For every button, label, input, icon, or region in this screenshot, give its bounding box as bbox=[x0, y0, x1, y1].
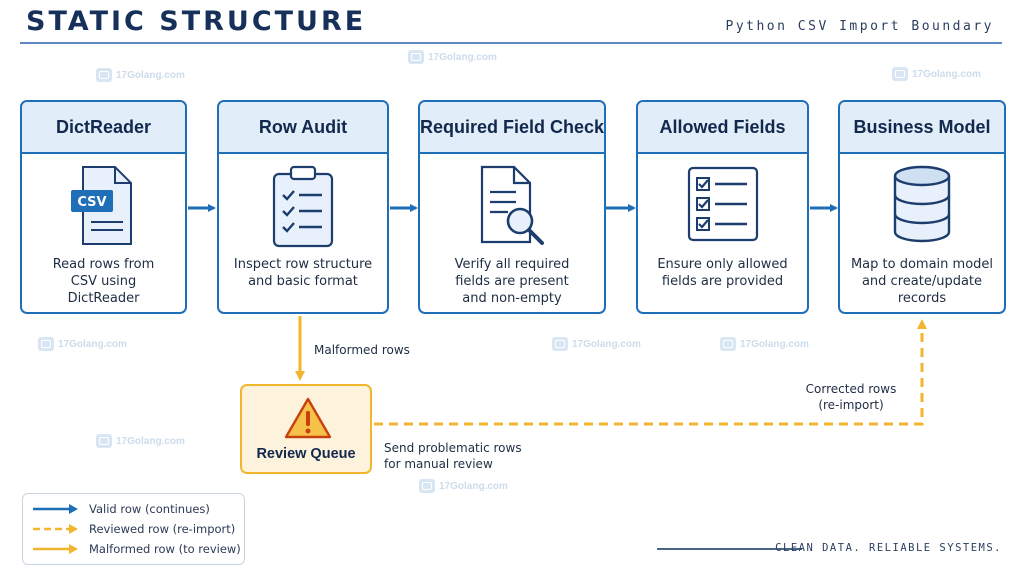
watermark: 17Golang.com bbox=[720, 337, 809, 351]
checklist-icon bbox=[638, 164, 807, 252]
stage-title: Row Audit bbox=[219, 102, 387, 154]
solid-gold-arrow-icon bbox=[33, 544, 78, 554]
watermark-logo-icon bbox=[720, 337, 736, 351]
watermark-logo-icon bbox=[552, 337, 568, 351]
review-queue-title: Review Queue bbox=[256, 446, 356, 462]
stage-description: Ensure only allowed fields are provided bbox=[657, 257, 788, 289]
stage-business-model: Business Model Map to domain model and c… bbox=[838, 100, 1006, 314]
document-search-icon bbox=[420, 164, 604, 252]
stage-title: DictReader bbox=[22, 102, 185, 154]
watermark-logo-icon bbox=[96, 434, 112, 448]
watermark: 17Golang.com bbox=[408, 50, 497, 64]
malformed-rows-label: Malformed rows bbox=[314, 343, 410, 357]
header-divider bbox=[20, 42, 1002, 44]
stage-required-field-check: Required Field Check Verify all required… bbox=[418, 100, 606, 314]
watermark: 17Golang.com bbox=[96, 68, 185, 82]
watermark: 17Golang.com bbox=[552, 337, 641, 351]
corrected-rows-label: Corrected rows (re-import) bbox=[805, 382, 897, 412]
stage-description: Inspect row structure and basic format bbox=[233, 257, 373, 289]
send-problematic-label: Send problematic rows for manual review bbox=[384, 441, 522, 471]
legend-label: Malformed row (to review) bbox=[89, 542, 241, 556]
stage-description: Verify all required fields are present a… bbox=[454, 257, 570, 306]
watermark-logo-icon bbox=[96, 68, 112, 82]
review-queue-box: Review Queue bbox=[240, 384, 372, 474]
stage-description: Map to domain model and create/update re… bbox=[850, 257, 994, 306]
legend-item: Valid row (continues) bbox=[31, 500, 210, 518]
stage-title: Business Model bbox=[840, 102, 1004, 154]
legend-label: Reviewed row (re-import) bbox=[89, 522, 236, 536]
csv-file-icon: CSV bbox=[22, 164, 185, 252]
watermark: 17Golang.com bbox=[419, 479, 508, 493]
stage-allowed-fields: Allowed Fields Ensure only allowed field… bbox=[636, 100, 809, 314]
legend-item: Malformed row (to review) bbox=[31, 540, 241, 558]
page-subtitle: Python CSV Import Boundary bbox=[725, 19, 994, 34]
watermark-logo-icon bbox=[38, 337, 54, 351]
page-title: STATIC STRUCTURE bbox=[26, 6, 367, 37]
footer-divider bbox=[657, 548, 802, 550]
watermark: 17Golang.com bbox=[892, 67, 981, 81]
watermark: 17Golang.com bbox=[96, 434, 185, 448]
stage-dictreader: DictReader CSV Read rows from CSV using … bbox=[20, 100, 187, 314]
dashed-gold-arrow-icon bbox=[33, 524, 78, 534]
warning-icon bbox=[284, 397, 332, 439]
stage-title: Required Field Check bbox=[420, 102, 604, 154]
watermark-logo-icon bbox=[419, 479, 435, 493]
legend-label: Valid row (continues) bbox=[89, 502, 210, 516]
watermark-logo-icon bbox=[408, 50, 424, 64]
watermark-logo-icon bbox=[892, 67, 908, 81]
svg-text:CSV: CSV bbox=[77, 195, 106, 210]
solid-blue-arrow-icon bbox=[33, 504, 78, 514]
footer-tagline: CLEAN DATA. RELIABLE SYSTEMS. bbox=[775, 542, 1002, 554]
legend-item: Reviewed row (re-import) bbox=[31, 520, 235, 538]
stage-description: Read rows from CSV using DictReader bbox=[52, 257, 155, 306]
legend: Valid row (continues) Reviewed row (re-i… bbox=[22, 493, 245, 565]
clipboard-checklist-icon bbox=[219, 164, 387, 252]
watermark: 17Golang.com bbox=[38, 337, 127, 351]
stage-title: Allowed Fields bbox=[638, 102, 807, 154]
stage-row-audit: Row Audit Inspect row structure and basi… bbox=[217, 100, 389, 314]
database-icon bbox=[840, 164, 1004, 252]
